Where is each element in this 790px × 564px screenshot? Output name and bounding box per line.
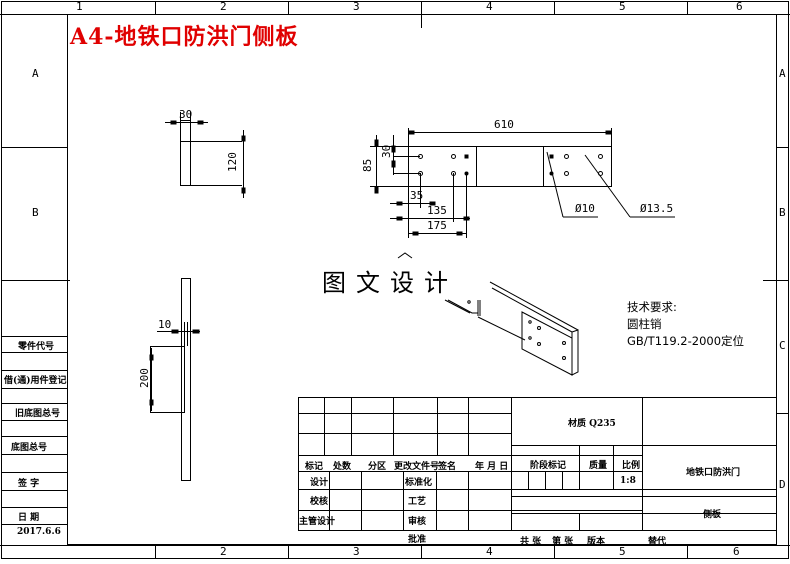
tb-scale-value: 1:8 (620, 476, 636, 486)
hole-markers (418, 154, 603, 176)
dim-front-height: 85 (361, 158, 374, 172)
tb-scale-header: 比例 (622, 461, 641, 471)
tech-req-line2: GB/T119.2-2000定位 (627, 334, 745, 348)
tb-header-date: 年 月 日 (475, 462, 509, 472)
zone-col-4: 4 (486, 0, 493, 13)
tb-total-sheets: 共 张 (520, 537, 542, 547)
tb-design: 设计 (310, 478, 329, 488)
tb-mass-header: 质量 (589, 461, 608, 471)
dim-front-length: 610 (494, 118, 514, 131)
zone-col-5: 5 (619, 0, 626, 13)
tb-chief-design: 主管设计 (299, 517, 336, 527)
left-strip-date-label: 日 期 (18, 513, 40, 523)
tech-req-line1: 圆柱销 (627, 317, 662, 331)
zone-row-d-right: D (779, 478, 786, 491)
dim-front-offset-135: 135 (427, 204, 447, 217)
tb-approve: 批准 (408, 535, 427, 545)
tb-process: 工艺 (408, 497, 427, 507)
zone-row-b-left: B (32, 206, 39, 219)
tb-check: 校核 (310, 497, 329, 507)
tb-review: 审核 (408, 517, 427, 527)
dim-hole-small: Ø10 (575, 202, 595, 215)
zone-row-b-right: B (779, 206, 786, 219)
dim-side-left-thickness: 10 (158, 318, 172, 331)
left-strip-part-code: 零件代号 (18, 342, 55, 352)
tb-drawing-name: 地铁口防洪门 (686, 468, 741, 478)
dim-hole-large: Ø13.5 (640, 202, 674, 215)
tb-header-count: 处数 (333, 462, 352, 472)
zone-col-2-bottom: 2 (220, 545, 227, 558)
dim-front-offset-175: 175 (427, 219, 447, 232)
tb-header-zone: 分区 (368, 462, 387, 472)
dim-front-hole-spacing: 30 (380, 144, 393, 158)
zone-row-c-right: C (779, 339, 786, 352)
zone-col-2: 2 (220, 0, 227, 13)
zone-col-5-bottom: 5 (619, 545, 626, 558)
tb-material: 材质 Q235 (568, 419, 616, 429)
tb-version: 版本 (587, 537, 606, 547)
tb-header-change-doc: 更改文件号 (394, 462, 440, 472)
tb-header-sign: 签名 (438, 462, 457, 472)
dim-side-top-height: 120 (226, 152, 239, 172)
dim-side-left-height: 200 (138, 368, 151, 388)
left-strip-old-drawing-no: 旧底图总号 (15, 409, 61, 419)
tech-req-heading: 技术要求: (627, 300, 677, 314)
zone-col-1: 1 (76, 0, 83, 13)
tb-sheet-number: 第 张 (552, 537, 574, 547)
left-strip-signature: 签 字 (18, 479, 40, 489)
left-strip-drawing-no: 底图总号 (11, 443, 48, 453)
tb-part-name: 侧板 (703, 510, 722, 520)
zone-col-3-bottom: 3 (353, 545, 360, 558)
watermark-text: 图文设计 (322, 269, 458, 297)
zone-row-a-right: A (779, 67, 786, 80)
left-strip-borrowed-register: 借(通)用件登记 (4, 376, 67, 386)
tb-header-mark: 标记 (305, 462, 324, 472)
dim-side-top-width: 30 (179, 108, 193, 121)
dim-front-offset-35: 35 (410, 189, 424, 202)
tb-standardization: 标准化 (405, 478, 433, 488)
zone-col-6: 6 (736, 0, 743, 13)
tb-replace: 替代 (648, 537, 667, 547)
zone-col-6-bottom: 6 (733, 545, 740, 558)
zone-col-4-bottom: 4 (486, 545, 493, 558)
left-strip-date-value: 2017.6.6 (17, 527, 61, 537)
drawing-title: A4-地铁口防洪门侧板 (70, 24, 299, 50)
tb-stage-header: 阶段标记 (530, 461, 567, 471)
zone-row-a-left: A (32, 67, 39, 80)
zone-col-3: 3 (353, 0, 360, 13)
